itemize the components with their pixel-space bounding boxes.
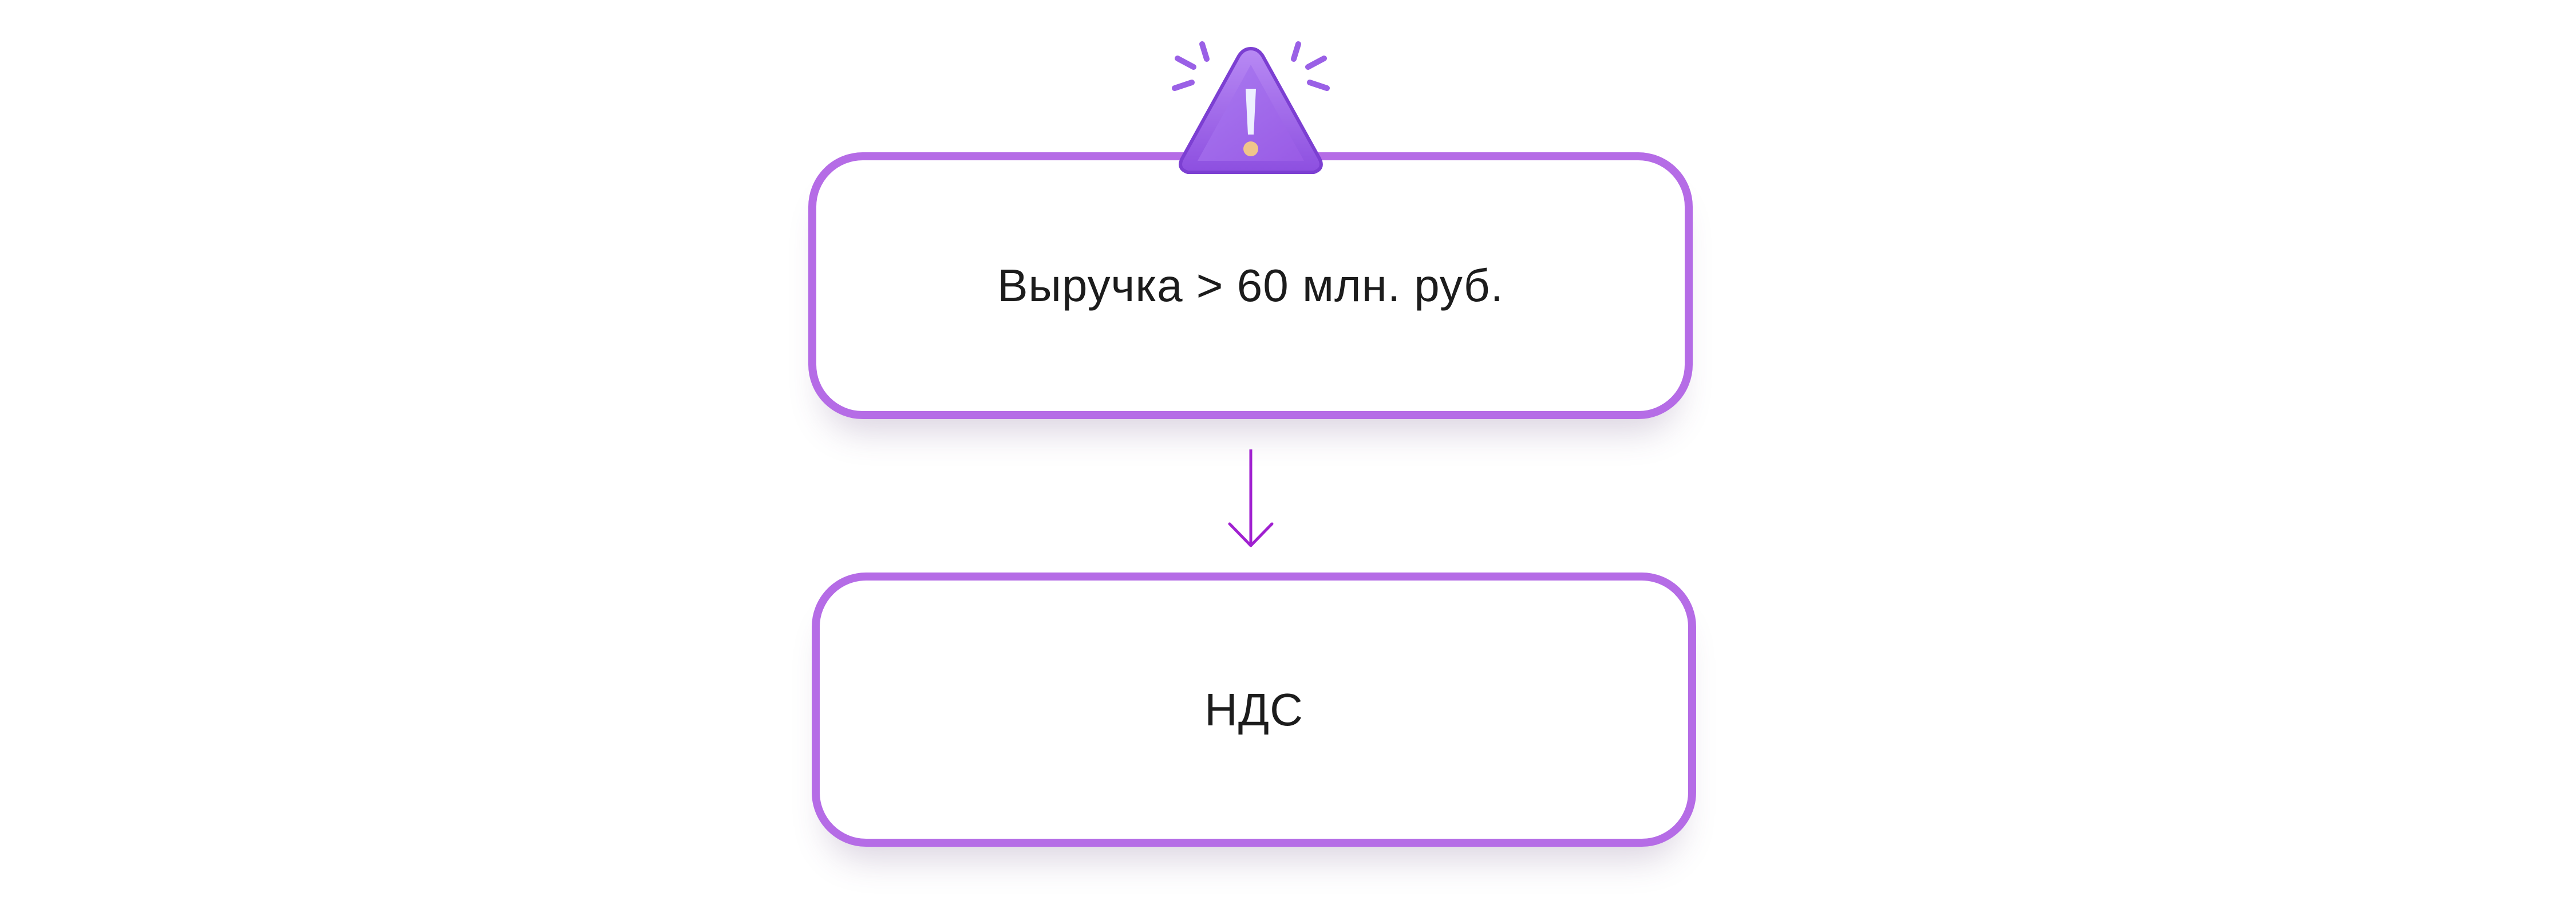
flow-arrow bbox=[1225, 449, 1277, 550]
warning-triangle-icon bbox=[1156, 31, 1345, 189]
vat-node-label: НДС bbox=[1204, 684, 1303, 736]
revenue-node-label: Выручка > 60 млн. руб. bbox=[997, 259, 1504, 312]
revenue-node: Выручка > 60 млн. руб. bbox=[808, 152, 1693, 419]
vat-node: НДС bbox=[812, 573, 1696, 847]
